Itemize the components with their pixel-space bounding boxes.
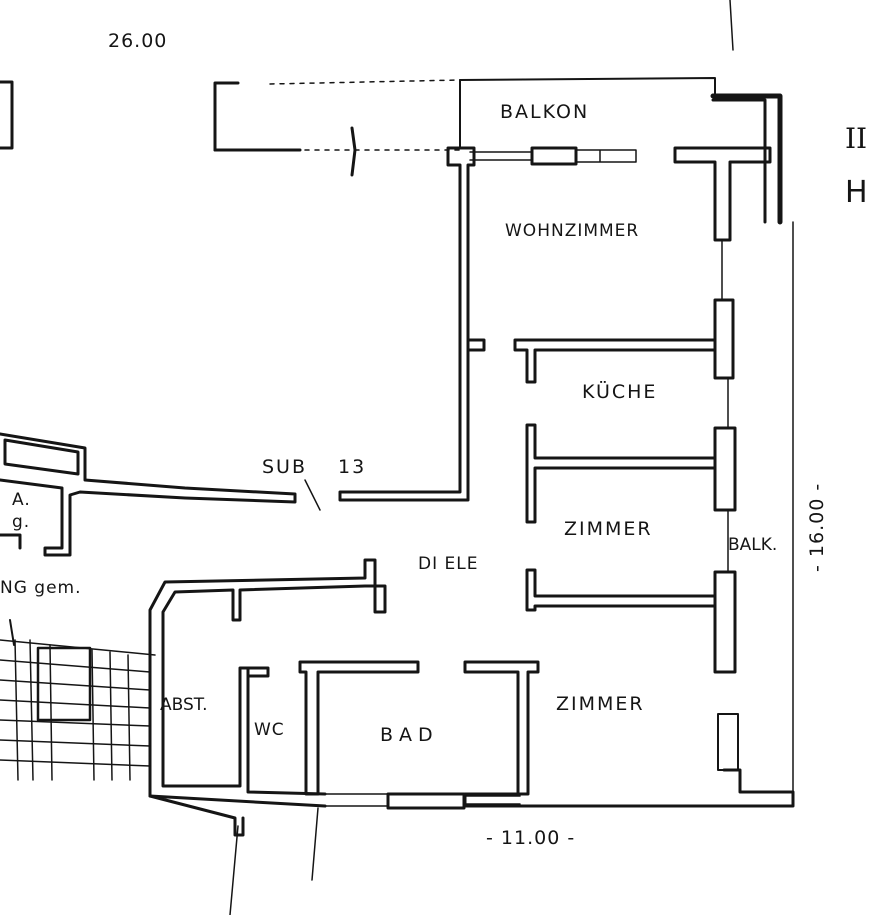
label-fragment-g: g. xyxy=(12,512,31,532)
bottom-dimension-label: - 11.00 - xyxy=(486,827,576,849)
label-fragment-gem: NG gem. xyxy=(0,578,82,598)
neighbor-stairs-walls xyxy=(0,432,321,557)
room-label-balk: BALK. xyxy=(728,535,778,555)
exterior-walls xyxy=(148,146,795,837)
label-13: 13 xyxy=(338,456,367,478)
right-dimension-label: - 16.00 - xyxy=(806,482,828,572)
top-dimension-label: 26.00 xyxy=(108,30,168,52)
room-label-kueche: KÜCHE xyxy=(582,381,658,403)
interior-walls xyxy=(246,338,717,796)
room-label-bad: BAD xyxy=(380,724,439,746)
room-label-wc: WC xyxy=(254,720,285,740)
balcony-outline xyxy=(459,77,783,225)
margin-label-roman: II xyxy=(845,122,868,155)
dimension-lines xyxy=(229,221,794,915)
label-sub: SUB xyxy=(262,456,308,478)
room-label-zimmer-1: ZIMMER xyxy=(564,518,653,540)
label-fragment-a: A. xyxy=(12,490,31,510)
margin-label-h: H xyxy=(845,175,868,210)
staircase xyxy=(0,619,156,781)
room-label-abst: ABST. xyxy=(160,695,208,715)
room-label-diele: DI ELE xyxy=(418,554,479,574)
room-label-balkon: BALKON xyxy=(500,101,590,123)
room-label-zimmer-2: ZIMMER xyxy=(556,693,645,715)
room-label-wohnzimmer: WOHNZIMMER xyxy=(505,221,640,241)
neighbor-building-outline xyxy=(0,0,734,177)
